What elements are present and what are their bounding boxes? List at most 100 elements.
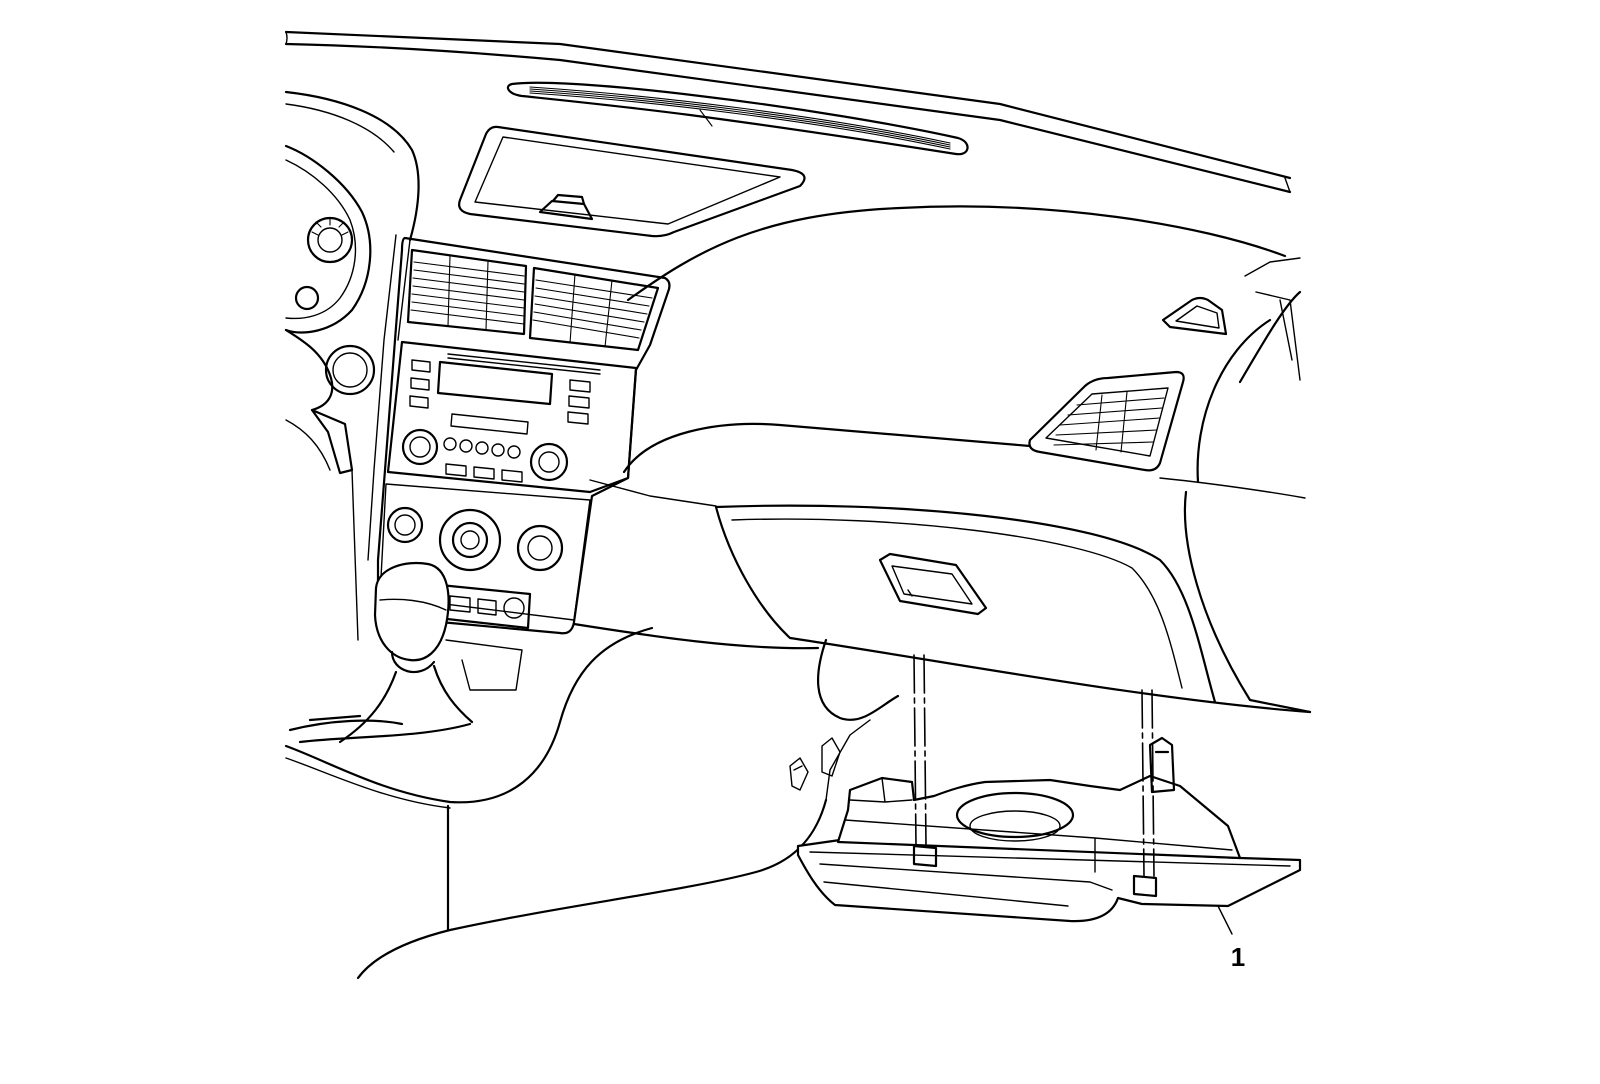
dash-top-edge [284, 30, 1292, 194]
center-stack-side-edge [367, 234, 411, 561]
dash-right-upper [1196, 290, 1302, 484]
defrost-vent-slats [529, 86, 951, 150]
volume-knob-inner [409, 436, 431, 458]
storage-lid-outline [458, 125, 806, 238]
glove-box-door-outline [714, 504, 1312, 714]
lower-switch-panel [436, 583, 532, 691]
hvac-panel [379, 483, 591, 621]
headlamp-knob [324, 344, 376, 396]
right-vent-slats [1053, 391, 1165, 453]
glove-box-handle-inner [891, 565, 973, 605]
volume-knob [401, 428, 439, 466]
door-switch-left [789, 757, 809, 791]
dash-right-side [1183, 490, 1312, 714]
small-gauge [294, 285, 320, 311]
instrument-cluster [284, 90, 420, 641]
glove-box-door [714, 504, 1312, 714]
radio-info-strip [450, 413, 529, 435]
side-vent-outline [1161, 296, 1228, 336]
steering-column-edge [285, 419, 359, 641]
guide-line-right-b [1151, 689, 1155, 877]
tune-knob-inner [538, 451, 560, 473]
kick-panel [817, 638, 900, 721]
guide-line-right [1141, 689, 1155, 877]
guide-line-left-b [923, 654, 927, 847]
mode-knob [451, 521, 489, 559]
dash-underside [572, 622, 820, 650]
cd-slot [447, 353, 601, 375]
guide-line-left-a [913, 654, 917, 847]
callout-label: 1 [1231, 942, 1245, 972]
cluster-hood-inner [285, 103, 395, 153]
guide-line-right-a [1141, 689, 1145, 877]
left-dash-edge [284, 328, 334, 412]
storage-bin-tray-lip [809, 851, 1291, 907]
callout-1: 1 [1217, 905, 1245, 972]
console-side-curve-inner [285, 757, 451, 809]
dash-upper-contour [626, 205, 1287, 302]
switch-panel-buttons [449, 595, 497, 616]
glove-box-door-inner [731, 518, 1183, 689]
storage-bin-body [836, 774, 1242, 860]
radio-right-buttons [567, 379, 591, 425]
cluster-bezel [284, 144, 372, 334]
right-air-vent [1028, 370, 1185, 472]
storage-bin-clip-left [912, 844, 938, 868]
storage-bin-cup-opening [955, 791, 1075, 839]
gear-shift-boot [338, 664, 474, 744]
dash-top-edge-ends [285, 31, 1291, 193]
door-edge [1244, 257, 1301, 381]
gauge-dial-center [317, 227, 343, 253]
door-switch-right [821, 737, 841, 777]
gear-shift-knob-seam [379, 598, 447, 611]
fan-knob-inner [394, 514, 416, 536]
passenger-dash [572, 205, 1312, 714]
gear-shift-knob [373, 562, 450, 662]
storage-bin-clip-right [1132, 874, 1158, 898]
left-center-vent [406, 248, 528, 336]
switch-panel-knob [503, 597, 525, 619]
gear-shift-collar [390, 650, 436, 673]
center-stack-bezel [376, 236, 671, 635]
floor-carpet-line [356, 798, 828, 980]
cluster-bezel-inner [285, 159, 357, 320]
temp-knob-inner [527, 535, 553, 561]
glove-box-handle [878, 552, 988, 616]
tune-knob [529, 442, 569, 482]
temp-knob [516, 524, 564, 572]
dash-mid-contour-right [1159, 477, 1306, 499]
callout-leader [1217, 905, 1233, 935]
right-center-vent [528, 266, 660, 352]
radio-lower-buttons [445, 463, 523, 483]
console-side-curve [284, 626, 654, 804]
left-center-vent-slats [410, 255, 525, 331]
storage-lid-latch [538, 193, 594, 221]
center-air-vents [406, 248, 660, 352]
lower-console [284, 626, 900, 980]
defrost-vent-outline [506, 81, 969, 156]
right-vent-inner [1045, 387, 1169, 457]
radio-left-buttons [409, 359, 431, 409]
storage-bin-cup-recess [969, 810, 1061, 842]
dash-top-edge-inner [284, 42, 1292, 194]
shifter-bezel [288, 714, 472, 744]
defrost-vent [506, 81, 969, 156]
switch-panel-outline [436, 583, 532, 630]
gauge-ticks [311, 217, 349, 236]
preset-buttons [443, 437, 521, 459]
storage-bin-tab [1148, 736, 1176, 794]
side-window-vent [1161, 296, 1228, 336]
fan-knob [386, 506, 424, 544]
side-vent-inner [1175, 305, 1220, 329]
center-storage-lid [458, 125, 806, 238]
hvac-controls [379, 483, 591, 621]
storage-bin-tray [796, 838, 1302, 923]
storage-bin-front-face [844, 777, 1233, 873]
console-pocket [445, 639, 523, 691]
cluster-hood [284, 90, 420, 242]
guide-line-left [913, 654, 927, 847]
storage-lid-inner [474, 136, 781, 225]
dash-top-edge-outer [284, 30, 1292, 180]
mode-knob-inner [460, 530, 480, 550]
